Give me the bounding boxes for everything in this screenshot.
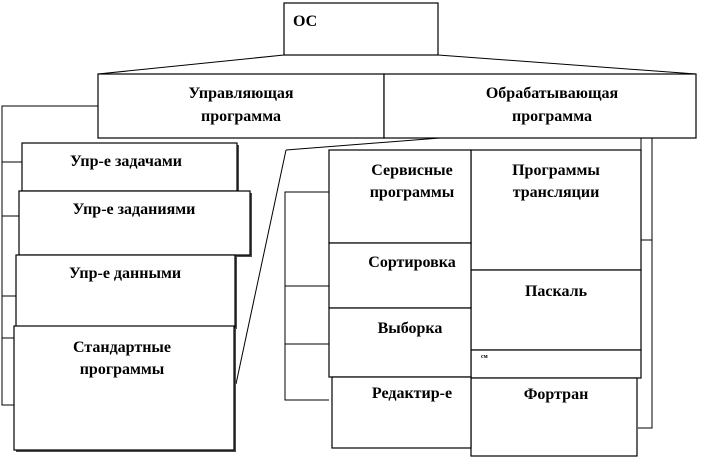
service-title-node: Сервисные программы — [328, 149, 472, 244]
data-node: Упр-е данными — [15, 254, 237, 329]
processing-program-label-line-2: программа — [512, 108, 592, 125]
edit-box — [331, 376, 472, 449]
standard-label-line-1: Стандартные — [73, 339, 171, 356]
tiny-box — [470, 349, 642, 379]
pascal-label: Паскаль — [525, 283, 588, 300]
tasks-label: Упр-е задачами — [70, 153, 182, 170]
select-box — [328, 307, 472, 378]
translation-title-box — [470, 149, 642, 271]
fortran-node: Фортран — [470, 377, 638, 457]
os-label: ОС — [293, 13, 317, 30]
jobs-node: Упр-е заданиями — [18, 190, 252, 257]
service-title-line-1: Сервисные — [371, 162, 453, 179]
processing-program-node: Обрабатывающая программа — [383, 73, 697, 139]
perspective-line-2 — [235, 149, 287, 385]
tasks-node: Упр-е задачами — [21, 142, 239, 193]
edit-label: Редактир-е — [372, 385, 452, 402]
standard-node: Стандартные программы — [13, 325, 236, 452]
tiny-label: см — [481, 354, 488, 360]
sort-node: Сортировка — [328, 242, 472, 309]
processing-program-label-line-1: Обрабатывающая — [486, 85, 619, 102]
control-items: Упр-е задачами Упр-е заданиями Упр-е дан… — [13, 142, 252, 452]
pascal-box — [470, 269, 642, 351]
fortran-label: Фортран — [524, 386, 589, 403]
translation-programs: Программы трансляции Паскаль см Фортран — [470, 149, 642, 457]
perspective-line-1 — [285, 137, 441, 151]
control-program-node: Управляющая программа — [97, 73, 385, 139]
tasks-box — [21, 142, 238, 192]
sort-box — [328, 242, 472, 309]
data-label: Упр-е данными — [69, 265, 181, 282]
service-programs: Сервисные программы Сортировка Выборка Р… — [328, 149, 472, 449]
standard-box — [13, 325, 235, 451]
jobs-label: Упр-е заданиями — [73, 201, 196, 218]
control-program-label-line-1: Управляющая — [189, 85, 294, 102]
os-node: ОС — [283, 2, 439, 56]
control-program-label-line-2: программа — [201, 108, 281, 125]
connector-os-right — [437, 54, 697, 75]
connectors — [1, 54, 697, 429]
data-box — [15, 254, 236, 328]
sort-label: Сортировка — [368, 254, 455, 271]
translation-title-line-1: Программы — [512, 162, 600, 179]
translation-title-node: Программы трансляции — [470, 149, 642, 271]
service-title-box — [328, 149, 472, 244]
right-edge-line-2 — [638, 138, 653, 429]
jobs-box — [18, 190, 251, 256]
connector-os-left — [97, 54, 285, 75]
pascal-node: Паскаль — [470, 269, 642, 351]
tiny-node: см — [470, 349, 642, 379]
service-trunk — [284, 191, 329, 401]
translation-title-line-2: трансляции — [513, 184, 600, 201]
select-label: Выборка — [378, 320, 443, 337]
os-box — [283, 2, 439, 56]
service-title-line-2: программы — [370, 184, 455, 201]
edit-node: Редактир-е — [331, 376, 472, 449]
control-program-box — [97, 73, 385, 139]
processing-program-box — [383, 73, 697, 139]
standard-label-line-2: программы — [80, 361, 165, 378]
select-node: Выборка — [328, 307, 472, 378]
